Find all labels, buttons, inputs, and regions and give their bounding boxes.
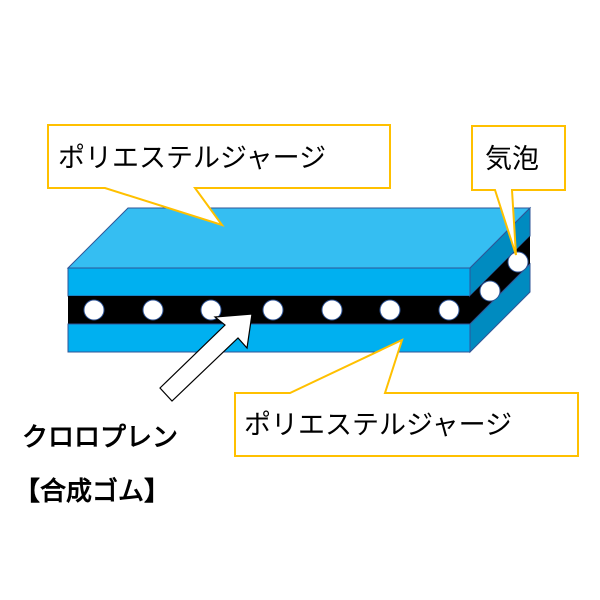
callout-bottom-fabric-box <box>234 338 579 457</box>
air-bubble <box>507 251 529 273</box>
core-label-line2: 【合成ゴム】 <box>14 476 170 507</box>
air-bubble <box>438 299 460 321</box>
air-bubble <box>83 299 105 321</box>
core-label-line1: クロロプレン <box>22 423 178 453</box>
slab-side-bottom-layer <box>469 262 531 354</box>
air-bubble <box>200 299 222 321</box>
air-bubble <box>262 299 284 321</box>
air-bubble <box>379 299 401 321</box>
air-bubble <box>321 299 343 321</box>
core-pointer-arrow <box>159 313 253 402</box>
callout-top-fabric-text: ポリエステルジャージ <box>58 143 326 174</box>
air-bubble <box>142 299 164 321</box>
callout-bubble-box <box>471 125 566 256</box>
callout-bottom-fabric-text: ポリエステルジャージ <box>244 410 512 441</box>
callout-top-fabric-box <box>47 124 391 227</box>
slab-front-top-layer <box>67 267 471 297</box>
air-bubble <box>479 280 501 302</box>
slab-top-face <box>66 207 532 269</box>
callout-bubble-text: 気泡 <box>485 144 539 175</box>
slab-front-bottom-layer <box>67 323 471 353</box>
